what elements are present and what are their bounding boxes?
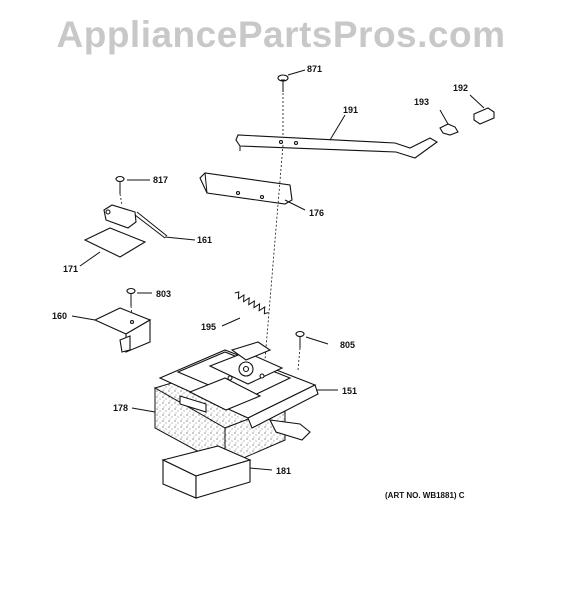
screw-817[interactable] xyxy=(115,175,125,195)
leader-805 xyxy=(305,336,329,345)
screw-871[interactable] xyxy=(277,74,289,92)
spring-195[interactable] xyxy=(233,290,270,315)
label-192: 192 xyxy=(453,83,468,93)
clip-193[interactable] xyxy=(439,123,459,136)
label-181: 181 xyxy=(276,466,291,476)
leader-817-down xyxy=(119,193,123,206)
leader-805-down xyxy=(297,347,301,371)
leader-181 xyxy=(249,467,273,471)
leader-193 xyxy=(439,109,449,125)
label-178: 178 xyxy=(113,403,128,413)
label-871: 871 xyxy=(307,64,322,74)
bracket-191[interactable] xyxy=(235,134,439,159)
leader-161 xyxy=(164,236,196,241)
insulator-171[interactable] xyxy=(83,227,147,258)
label-171: 171 xyxy=(63,264,78,274)
label-176: 176 xyxy=(309,208,324,218)
leader-195 xyxy=(221,317,241,327)
label-195: 195 xyxy=(201,322,216,332)
switch-161[interactable] xyxy=(103,204,168,239)
label-161: 161 xyxy=(197,235,212,245)
label-160: 160 xyxy=(52,311,67,321)
block-181[interactable] xyxy=(161,445,252,499)
label-805: 805 xyxy=(340,340,355,350)
label-191: 191 xyxy=(343,105,358,115)
leader-192 xyxy=(469,94,485,109)
label-817: 817 xyxy=(153,175,168,185)
leader-871 xyxy=(287,69,306,76)
cap-192[interactable] xyxy=(473,107,495,125)
assembly-axis xyxy=(264,144,284,361)
leader-160 xyxy=(71,315,96,321)
label-193: 193 xyxy=(414,97,429,107)
bracket-176[interactable] xyxy=(199,172,293,205)
leader-191 xyxy=(329,114,346,141)
watermark-logo: AppliancePartsPros.com xyxy=(56,14,506,55)
screw-803[interactable] xyxy=(126,287,136,307)
leader-176 xyxy=(284,199,306,211)
leader-171 xyxy=(79,251,101,267)
mechanism-151[interactable] xyxy=(158,341,319,441)
bracket-160[interactable] xyxy=(93,307,152,353)
label-803: 803 xyxy=(156,289,171,299)
screw-805[interactable] xyxy=(295,330,305,349)
art-number: (ART NO. WB1881) C xyxy=(385,491,465,500)
leader-178 xyxy=(131,407,156,413)
label-151: 151 xyxy=(342,386,357,396)
